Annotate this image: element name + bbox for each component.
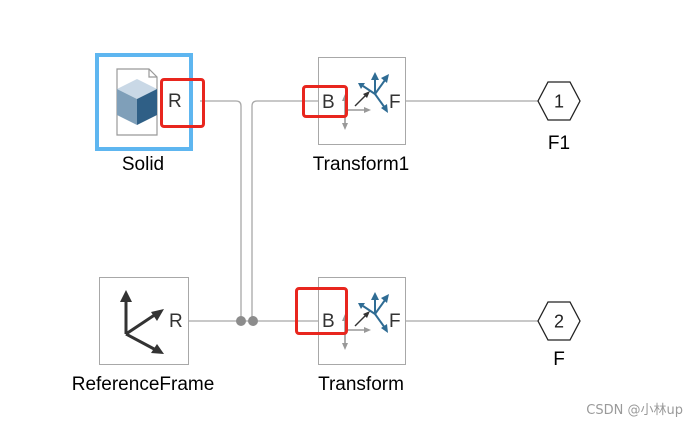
transform-block[interactable]: B F	[318, 277, 406, 365]
solid-selection-outline	[95, 53, 193, 151]
highlight-transform1-b	[302, 85, 348, 118]
solid-port-r[interactable]: R	[168, 91, 182, 112]
watermark: CSDN @小林up	[586, 403, 683, 418]
outport-2-label[interactable]: F	[553, 349, 565, 370]
reference-frame-block[interactable]: R	[99, 277, 189, 365]
transform1-port-f[interactable]: F	[389, 92, 401, 113]
transform-port-f[interactable]: F	[389, 311, 401, 332]
junction-dot	[236, 316, 246, 326]
transform-port-b[interactable]: B	[322, 311, 335, 332]
line-solid-r	[200, 100, 242, 321]
solid-block[interactable]: R	[99, 57, 189, 147]
reference-frame-icon	[120, 290, 164, 354]
outport-1-label[interactable]: F1	[547, 133, 571, 154]
solid-label[interactable]: Solid	[121, 154, 165, 175]
reference-frame-port-r[interactable]: R	[169, 311, 183, 332]
outport-2-shape[interactable]	[537, 301, 581, 341]
junction-dot	[248, 316, 258, 326]
transform1-block[interactable]: B F	[318, 57, 406, 145]
highlight-solid-r	[160, 78, 205, 128]
line-transform1-b	[251, 100, 318, 321]
transform1-port-b[interactable]: B	[322, 92, 335, 113]
outport-1-shape[interactable]	[537, 81, 581, 121]
highlight-transform-b	[295, 287, 348, 335]
transform-label[interactable]: Transform	[318, 374, 404, 395]
reference-frame-label[interactable]: ReferenceFrame	[71, 374, 215, 395]
solid-icon	[116, 68, 158, 136]
outport-2-number: 2	[553, 311, 565, 332]
outport-1-number: 1	[553, 91, 565, 112]
transform1-label[interactable]: Transform1	[312, 154, 410, 175]
